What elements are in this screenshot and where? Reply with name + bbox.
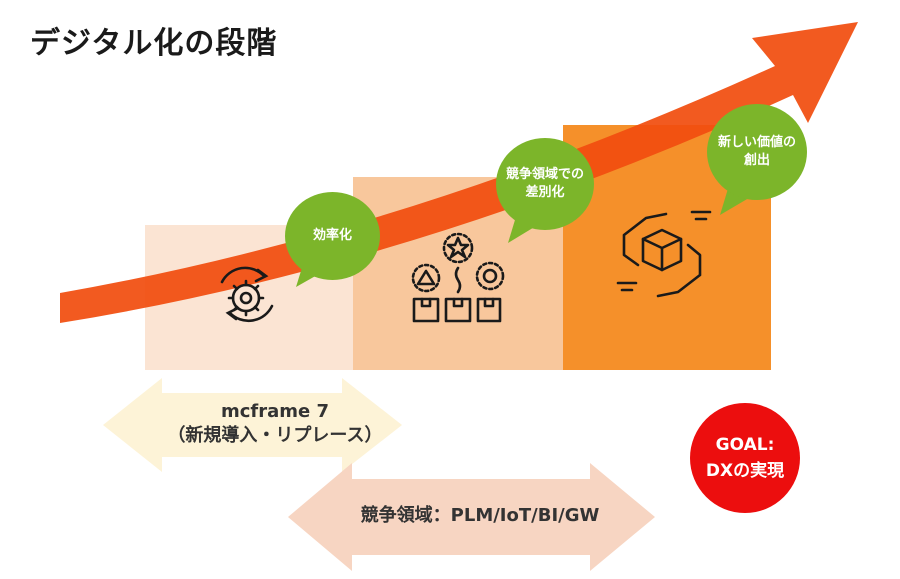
differentiation-boxes-icon bbox=[411, 232, 505, 323]
value-creation-hands-icon bbox=[616, 210, 712, 298]
bubble-value-creation: 新しい価値の 創出 bbox=[707, 104, 807, 200]
competitive-arrow-label: 競争領域：PLM/IoT/BI/GW bbox=[360, 505, 600, 526]
page-title: デジタル化の段階 bbox=[30, 26, 278, 61]
gear-cycle-icon bbox=[220, 266, 274, 323]
growth-arrow bbox=[60, 22, 858, 323]
competitive-double-arrow bbox=[288, 463, 655, 571]
bubble-efficiency: 効率化 bbox=[285, 192, 380, 280]
mcframe-double-arrow bbox=[103, 378, 402, 472]
bubble-differentiation: 競争領域での 差別化 bbox=[496, 138, 594, 230]
mcframe-arrow-label: mcframe 7 （新規導入・リプレース） bbox=[167, 401, 383, 446]
goal-badge: GOAL: DXの実現 bbox=[690, 403, 800, 513]
